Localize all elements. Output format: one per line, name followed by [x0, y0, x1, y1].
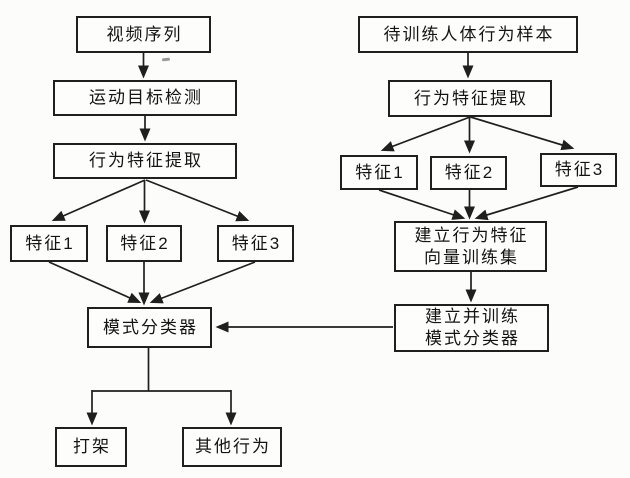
node-label: 模式分类器 [103, 317, 198, 337]
node-training-feature-extraction: 行为特征提取 [388, 80, 552, 117]
node-label: 特征2 [444, 163, 495, 182]
node-label-line2: 向量训练集 [424, 247, 519, 267]
node-other-behavior: 其他行为 [182, 427, 282, 467]
node-motion-target-detection: 运动目标检测 [53, 80, 237, 116]
node-train-pattern-classifier: 建立并训练 模式分类器 [394, 304, 549, 352]
arrow-extraction-to-feature3 [145, 179, 250, 222]
node-label: 视频序列 [106, 24, 183, 44]
node-feature-2: 特征2 [106, 225, 182, 262]
node-feature-1: 特征1 [10, 225, 88, 262]
node-label: 其他行为 [195, 437, 271, 456]
arrow-feature1-to-classifier [48, 261, 142, 304]
node-fighting: 打架 [55, 427, 127, 467]
node-label: 特征1 [355, 162, 405, 182]
node-pattern-classifier: 模式分类器 [87, 307, 212, 348]
node-training-feature-1: 特征1 [340, 155, 418, 190]
arrow-rextraction-to-rfeature1 [380, 116, 471, 152]
node-label: 特征2 [120, 233, 170, 253]
node-training-feature-2: 特征2 [430, 156, 507, 190]
node-label: 行为特征提取 [414, 88, 528, 108]
node-label: 特征3 [231, 233, 282, 253]
node-video-sequence: 视频序列 [76, 16, 211, 53]
node-behavior-feature-extraction: 行为特征提取 [53, 143, 237, 179]
arrow-rextraction-to-rfeature3 [470, 116, 575, 151]
node-label-line1: 建立行为特征 [414, 225, 529, 245]
node-label: 特征3 [554, 160, 605, 179]
node-label: 运动目标检测 [89, 88, 203, 107]
node-training-feature-3: 特征3 [540, 153, 617, 187]
node-label: 待训练人体行为样本 [383, 24, 555, 44]
arrow-rfeature1-to-trainingset [378, 189, 466, 220]
node-feature-3: 特征3 [217, 225, 294, 262]
node-label-line2: 模式分类器 [425, 329, 520, 348]
node-label: 行为特征提取 [89, 151, 203, 170]
arrow-extraction-to-feature1 [51, 179, 146, 222]
arrow-rfeature3-to-trainingset [474, 186, 579, 221]
node-label-line1: 建立并训练 [425, 307, 520, 326]
arrow-feature3-to-classifier [149, 261, 256, 304]
node-label: 特征1 [25, 233, 75, 253]
node-label: 打架 [73, 437, 111, 456]
node-training-samples: 待训练人体行为样本 [358, 16, 578, 53]
node-feature-vector-training-set: 建立行为特征 向量训练集 [394, 221, 547, 272]
